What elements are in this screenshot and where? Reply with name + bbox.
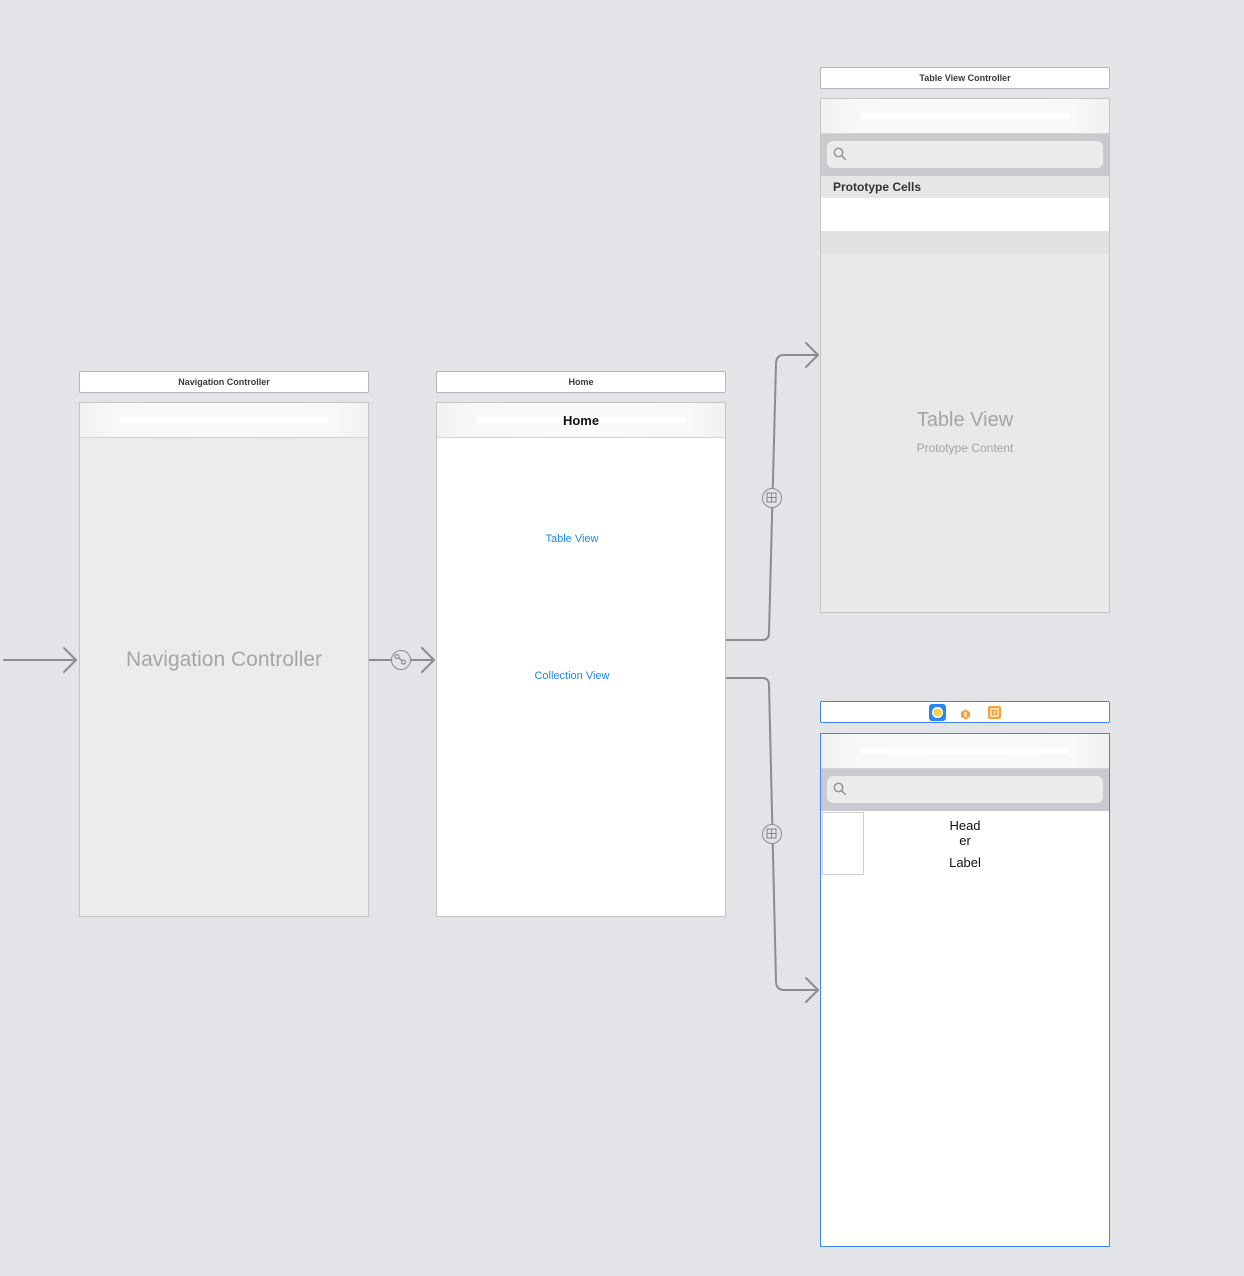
scene-title-navigation-controller[interactable]: Navigation Controller [79, 371, 369, 393]
search-icon [833, 147, 847, 161]
collection-view-cell[interactable] [822, 812, 864, 875]
home-scene[interactable]: Home Table View Collection View [436, 402, 726, 917]
search-field[interactable] [827, 776, 1103, 803]
navigation-controller-placeholder: Navigation Controller [125, 648, 323, 671]
first-responder-icon[interactable] [960, 707, 971, 720]
navigation-bar-fill [861, 113, 1069, 119]
navigation-title: Home [562, 413, 600, 428]
scene-title-table-view-controller[interactable]: Table View Controller [820, 67, 1110, 89]
section-header-label: Prototype Cells [833, 180, 922, 194]
navigation-bar[interactable] [80, 403, 368, 438]
search-bar[interactable] [821, 134, 1109, 176]
scene-title-home[interactable]: Home [436, 371, 726, 393]
search-bar[interactable] [821, 769, 1109, 811]
navigation-bar-fill [861, 748, 1069, 754]
navigation-bar-fill [477, 417, 685, 423]
search-icon [833, 782, 847, 796]
prototype-cell[interactable] [821, 198, 1109, 231]
table-view-placeholder-subtitle: Prototype Content [916, 441, 1014, 455]
navigation-controller-scene[interactable]: Navigation Controller [79, 402, 369, 917]
navigation-bar-fill [120, 417, 328, 423]
navigation-bar[interactable] [821, 734, 1109, 769]
header-label: Head er [949, 818, 981, 848]
section-footer [821, 231, 1109, 254]
section-header: Prototype Cells [821, 176, 1109, 198]
table-view-placeholder-title: Table View [916, 409, 1014, 431]
relationship-segue-icon[interactable] [391, 650, 411, 670]
show-segue-icon[interactable] [762, 488, 782, 508]
search-field[interactable] [827, 141, 1103, 168]
navigation-bar[interactable]: Home [437, 403, 725, 438]
cell-label: Label [949, 855, 981, 870]
table-view-button[interactable]: Table View [545, 533, 599, 545]
table-view-controller-scene[interactable]: Prototype Cells Table View Prototype Con… [820, 98, 1110, 613]
collection-view-button[interactable]: Collection View [534, 670, 610, 682]
view-controller-icon[interactable] [929, 704, 946, 721]
scene-dock[interactable] [820, 701, 1110, 723]
collection-view-controller-scene[interactable]: Head er Label [820, 733, 1110, 1247]
exit-icon[interactable] [988, 706, 1001, 719]
show-segue-icon[interactable] [762, 824, 782, 844]
navigation-bar[interactable] [821, 99, 1109, 134]
